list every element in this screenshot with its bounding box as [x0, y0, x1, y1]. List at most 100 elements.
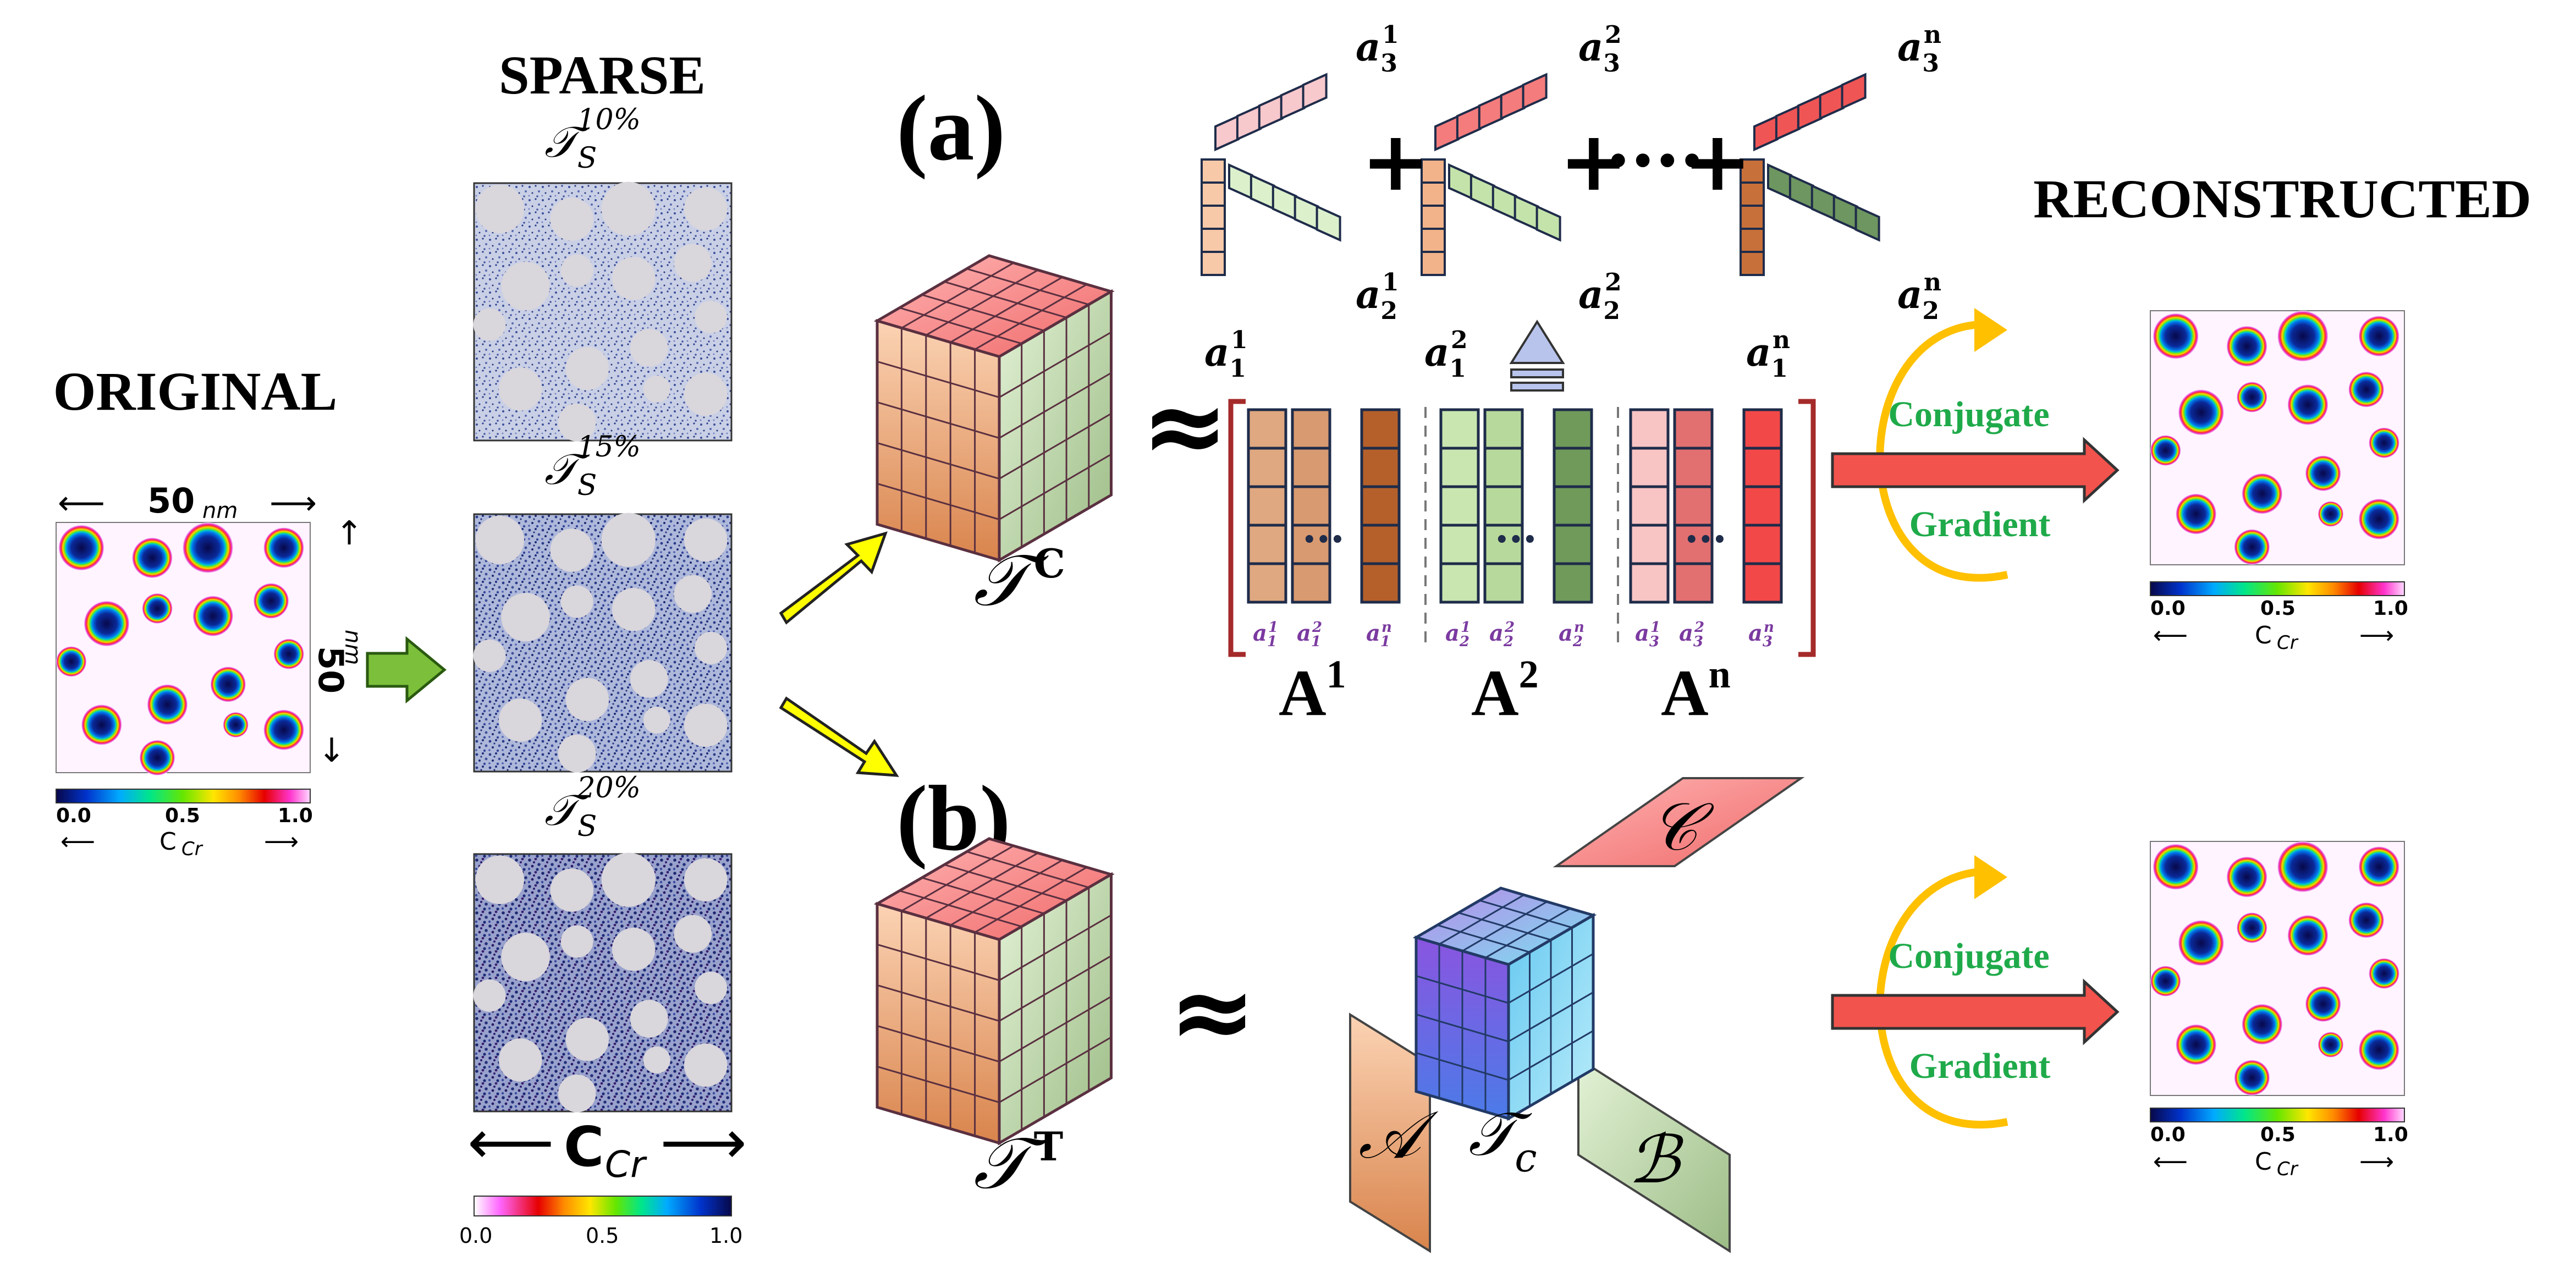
- label-a1-n: a1n: [1746, 326, 1790, 383]
- cp-plus-2: +: [1559, 114, 1628, 210]
- cp-vector-a1-cell: [1201, 251, 1226, 276]
- matrix-cell: [1439, 562, 1480, 604]
- optimizer-a-line2: Gradient: [1909, 504, 2051, 544]
- matrix-cell: [1553, 408, 1593, 450]
- sparse-gap: [498, 698, 542, 742]
- cube-grid-line: [877, 401, 1000, 439]
- sparse-gap: [630, 329, 668, 367]
- cp-vector-a1-cell: [1740, 251, 1765, 276]
- sparse-gap: [473, 639, 506, 672]
- cp-vector-a2-cell: [1250, 173, 1275, 211]
- sparse-gap: [560, 254, 593, 287]
- cp-plus-1: +: [1361, 114, 1430, 210]
- cp-vector-a3-cell: [1500, 83, 1526, 120]
- reconstructed-image-a: [2150, 310, 2405, 565]
- precipitate: [263, 709, 304, 750]
- cube-grid-line: [899, 307, 1022, 345]
- matrix-cell: [1360, 524, 1401, 565]
- matrix-cell: [1247, 562, 1287, 604]
- matrix-column-label: a31: [1635, 619, 1660, 650]
- matrix-label: A2: [1471, 652, 1539, 729]
- precipitate: [2153, 844, 2199, 890]
- cube-grid-line: [999, 372, 1112, 439]
- precipitate: [2358, 498, 2399, 539]
- precipitate: [2358, 316, 2399, 357]
- precipitate: [2277, 311, 2329, 362]
- matrix-cell: [1629, 447, 1670, 488]
- sparse-gap: [501, 261, 550, 311]
- precipitate: [81, 704, 122, 745]
- matrix-cell: [1291, 408, 1331, 450]
- cp-vector-a1-cell: [1201, 181, 1226, 207]
- sparse-gap: [501, 592, 550, 642]
- cube-grid-line: [1479, 899, 1572, 929]
- cp-vector-a3-cell: [1819, 83, 1845, 120]
- matrix-cell: [1483, 562, 1524, 604]
- original-width-annotation: ⟵ 50 nm ⟶: [58, 481, 317, 524]
- cube-grid-line: [926, 852, 1039, 919]
- cube-grid-line: [901, 262, 1014, 329]
- precipitate: [84, 601, 130, 647]
- cube-grid-line: [1485, 907, 1571, 959]
- matrix-column-label: a11: [1253, 619, 1278, 650]
- original-heading: ORIGINAL: [53, 361, 338, 422]
- panel-a-label: (a): [896, 76, 1005, 180]
- recon-a-sub: Cr: [2277, 632, 2299, 654]
- cube-grid-line: [877, 1025, 1000, 1062]
- matrix-column-label: a32: [1679, 619, 1704, 650]
- original-colorbar-tick-1: 0.5: [165, 805, 200, 827]
- cp-vector-labels: a11 a21 a31 a12 a22 a32 a1n a2n a3n: [1204, 21, 1941, 383]
- sparse-gap: [550, 197, 594, 241]
- cube-grid-line: [926, 269, 1039, 336]
- label-a3-1: a31: [1356, 21, 1399, 78]
- sparse-to-tucker-arrow: [779, 696, 899, 777]
- cube-grid-line: [950, 859, 1063, 926]
- tucker-core-cube: [1412, 886, 1597, 1121]
- cp-vector-a3-cell: [1280, 83, 1306, 120]
- original-to-sparse-arrow: [366, 636, 447, 704]
- matrix-cell: [1742, 485, 1783, 527]
- cp-vector-a1-cell: [1421, 251, 1446, 276]
- recon-a-right-arrow: ⟶: [2359, 621, 2394, 649]
- precipitate: [2318, 1032, 2344, 1058]
- precipitate: [131, 537, 173, 579]
- tucker-matrix-c: 𝒞: [1553, 777, 1805, 867]
- cp-dots: ••••: [1606, 139, 1704, 184]
- original-colorbar-left-arrow: ⟵: [60, 828, 95, 856]
- cube-grid-line: [999, 914, 1112, 981]
- sparse-label-15: 𝒯S15%: [544, 431, 641, 502]
- sparse-panel-15: 𝒯S15%: [473, 431, 733, 773]
- matrix-cell: [1439, 524, 1480, 565]
- cp-vector-a1-cell: [1421, 228, 1446, 253]
- sparse-colorbar-tick-2: 1.0: [709, 1224, 742, 1248]
- cube-grid-line: [999, 453, 1112, 520]
- sparse-gap: [558, 1074, 596, 1113]
- cp-vector-a2-cell: [1513, 194, 1539, 232]
- cube-grid-line: [1508, 991, 1594, 1043]
- original-colorbar-right-arrow: ⟶: [264, 828, 299, 856]
- precipitate: [2176, 493, 2217, 535]
- matrix-cell: [1483, 485, 1524, 527]
- matrix-cell: [1553, 562, 1593, 604]
- precipitate: [273, 638, 304, 669]
- sparse-gap: [630, 1000, 668, 1038]
- cube-grid-line: [1416, 1014, 1509, 1043]
- precipitate: [192, 596, 234, 636]
- cp-vector-a1-cell: [1201, 205, 1226, 230]
- sparse-panel-20: 𝒯S20%: [473, 772, 733, 1113]
- matrix-cell: [1439, 485, 1480, 527]
- original-colorbar-tick-0: 0.0: [56, 805, 91, 827]
- cp-vector-a2-cell: [1469, 173, 1495, 211]
- cube-grid-line: [999, 331, 1112, 398]
- optimizer-a-line1: Conjugate: [1888, 394, 2049, 434]
- cube-grid-line: [999, 955, 1112, 1022]
- cp-vector-a2-cell: [1228, 163, 1253, 200]
- sparse-colorbar-left-arrow: ⟵: [467, 1107, 554, 1177]
- precipitate: [2305, 455, 2341, 492]
- optimizer-a: Conjugate Gradient: [1831, 308, 2120, 582]
- precipitate: [2318, 501, 2344, 527]
- cp-vector-a2-cell: [1293, 194, 1319, 232]
- original-image: [56, 522, 311, 776]
- sparse-gap: [565, 1017, 609, 1061]
